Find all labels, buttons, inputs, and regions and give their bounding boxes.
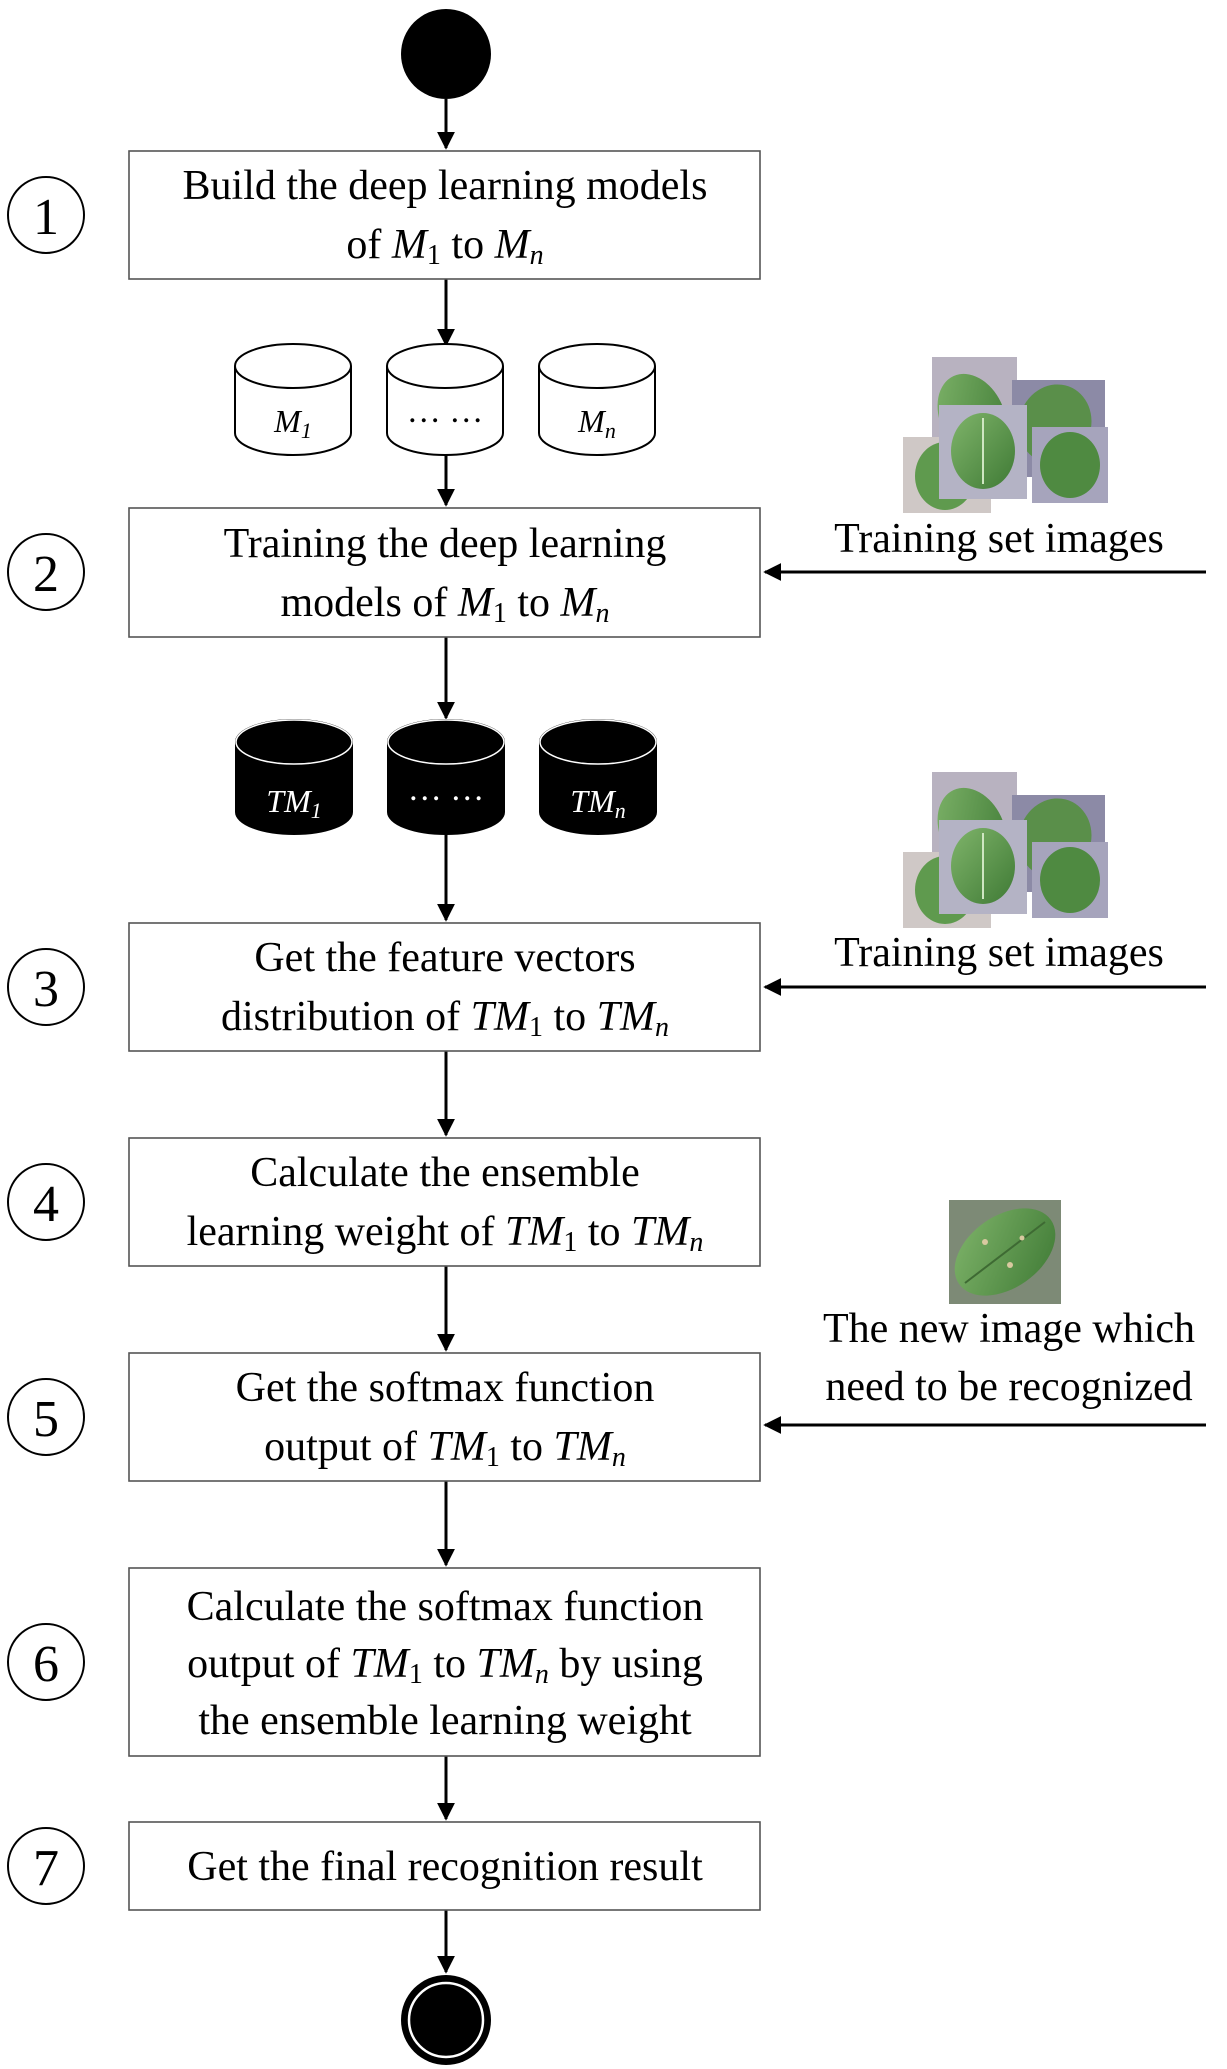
svg-text:4: 4 bbox=[33, 1176, 59, 1233]
training-set-image-collage-1 bbox=[903, 357, 1108, 513]
step-box-4: Calculate the ensemble learning weight o… bbox=[128, 1137, 761, 1267]
step-2-line-2: models of M1 to Mn bbox=[281, 580, 610, 629]
svg-text:6: 6 bbox=[33, 1636, 59, 1693]
step-6-line-2: output of TM1 to TMn by using bbox=[187, 1641, 703, 1690]
step-4-line-2: learning weight of TM1 to TMn bbox=[187, 1209, 704, 1258]
svg-text:1: 1 bbox=[33, 189, 59, 246]
new-image-label-line-2: need to be recognized bbox=[825, 1364, 1192, 1410]
step-2-line-1: Training the deep learning bbox=[224, 521, 667, 567]
untrained-model-cylinder-last: Mn bbox=[538, 343, 656, 456]
step-number-3: 3 bbox=[7, 948, 85, 1026]
step-6-line-3: the ensemble learning weight bbox=[198, 1698, 692, 1744]
step-4-line-1: Calculate the ensemble bbox=[250, 1150, 640, 1196]
step-7-line-1: Get the final recognition result bbox=[187, 1844, 703, 1890]
untrained-model-last-label: Mn bbox=[577, 403, 616, 443]
untrained-model-cylinder-first: M1 bbox=[234, 343, 352, 456]
step-1-line-1: Build the deep learning models bbox=[183, 163, 708, 209]
step-number-4: 4 bbox=[7, 1163, 85, 1241]
step-1-line-2: of M1 to Mn bbox=[346, 222, 543, 271]
step-number-2: 2 bbox=[7, 533, 85, 611]
end-node bbox=[401, 1975, 491, 2065]
untrained-model-cylinder-middle: … … bbox=[386, 343, 504, 456]
trained-model-first-label: TM1 bbox=[266, 783, 321, 823]
step-number-7: 7 bbox=[7, 1827, 85, 1905]
step-5-line-1: Get the softmax function bbox=[236, 1365, 655, 1411]
step-3-line-1: Get the feature vectors bbox=[254, 935, 635, 981]
side-input-arrows bbox=[763, 563, 1206, 1434]
trained-model-last-label: TMn bbox=[570, 783, 625, 823]
trained-model-cylinder-first: TM1 bbox=[235, 719, 353, 835]
step-number-5: 5 bbox=[7, 1378, 85, 1456]
new-image-label-line-1: The new image which bbox=[823, 1306, 1195, 1352]
trained-model-cylinder-middle: … … bbox=[387, 719, 505, 835]
svg-text:3: 3 bbox=[33, 961, 59, 1018]
training-set-label-2: Training set images bbox=[834, 930, 1164, 976]
step-5-line-2: output of TM1 to TMn bbox=[264, 1424, 626, 1473]
untrained-model-first-label: M1 bbox=[273, 403, 312, 443]
step-3-line-2: distribution of TM1 to TMn bbox=[221, 994, 669, 1043]
step-6-line-1: Calculate the softmax function bbox=[187, 1584, 704, 1630]
training-set-image-collage-2 bbox=[903, 772, 1108, 928]
step-box-3: Get the feature vectors distribution of … bbox=[128, 922, 761, 1052]
new-image-thumbnail bbox=[949, 1200, 1061, 1304]
svg-text:7: 7 bbox=[33, 1840, 59, 1897]
start-node bbox=[401, 9, 491, 99]
step-box-7: Get the final recognition result bbox=[128, 1821, 761, 1911]
untrained-model-middle-label: … … bbox=[407, 393, 484, 430]
step-box-6: Calculate the softmax function output of… bbox=[128, 1567, 761, 1757]
trained-model-cylinder-last: TMn bbox=[539, 719, 657, 835]
svg-text:5: 5 bbox=[33, 1391, 59, 1448]
step-number-6: 6 bbox=[7, 1623, 85, 1701]
step-number-1: 1 bbox=[7, 176, 85, 254]
trained-model-middle-label: … … bbox=[408, 771, 485, 808]
step-box-5: Get the softmax function output of TM1 t… bbox=[128, 1352, 761, 1482]
training-set-label-1: Training set images bbox=[834, 516, 1164, 562]
step-box-1: Build the deep learning models of M1 to … bbox=[128, 150, 761, 280]
step-box-2: Training the deep learning models of M1 … bbox=[128, 507, 761, 638]
svg-text:2: 2 bbox=[33, 546, 59, 603]
